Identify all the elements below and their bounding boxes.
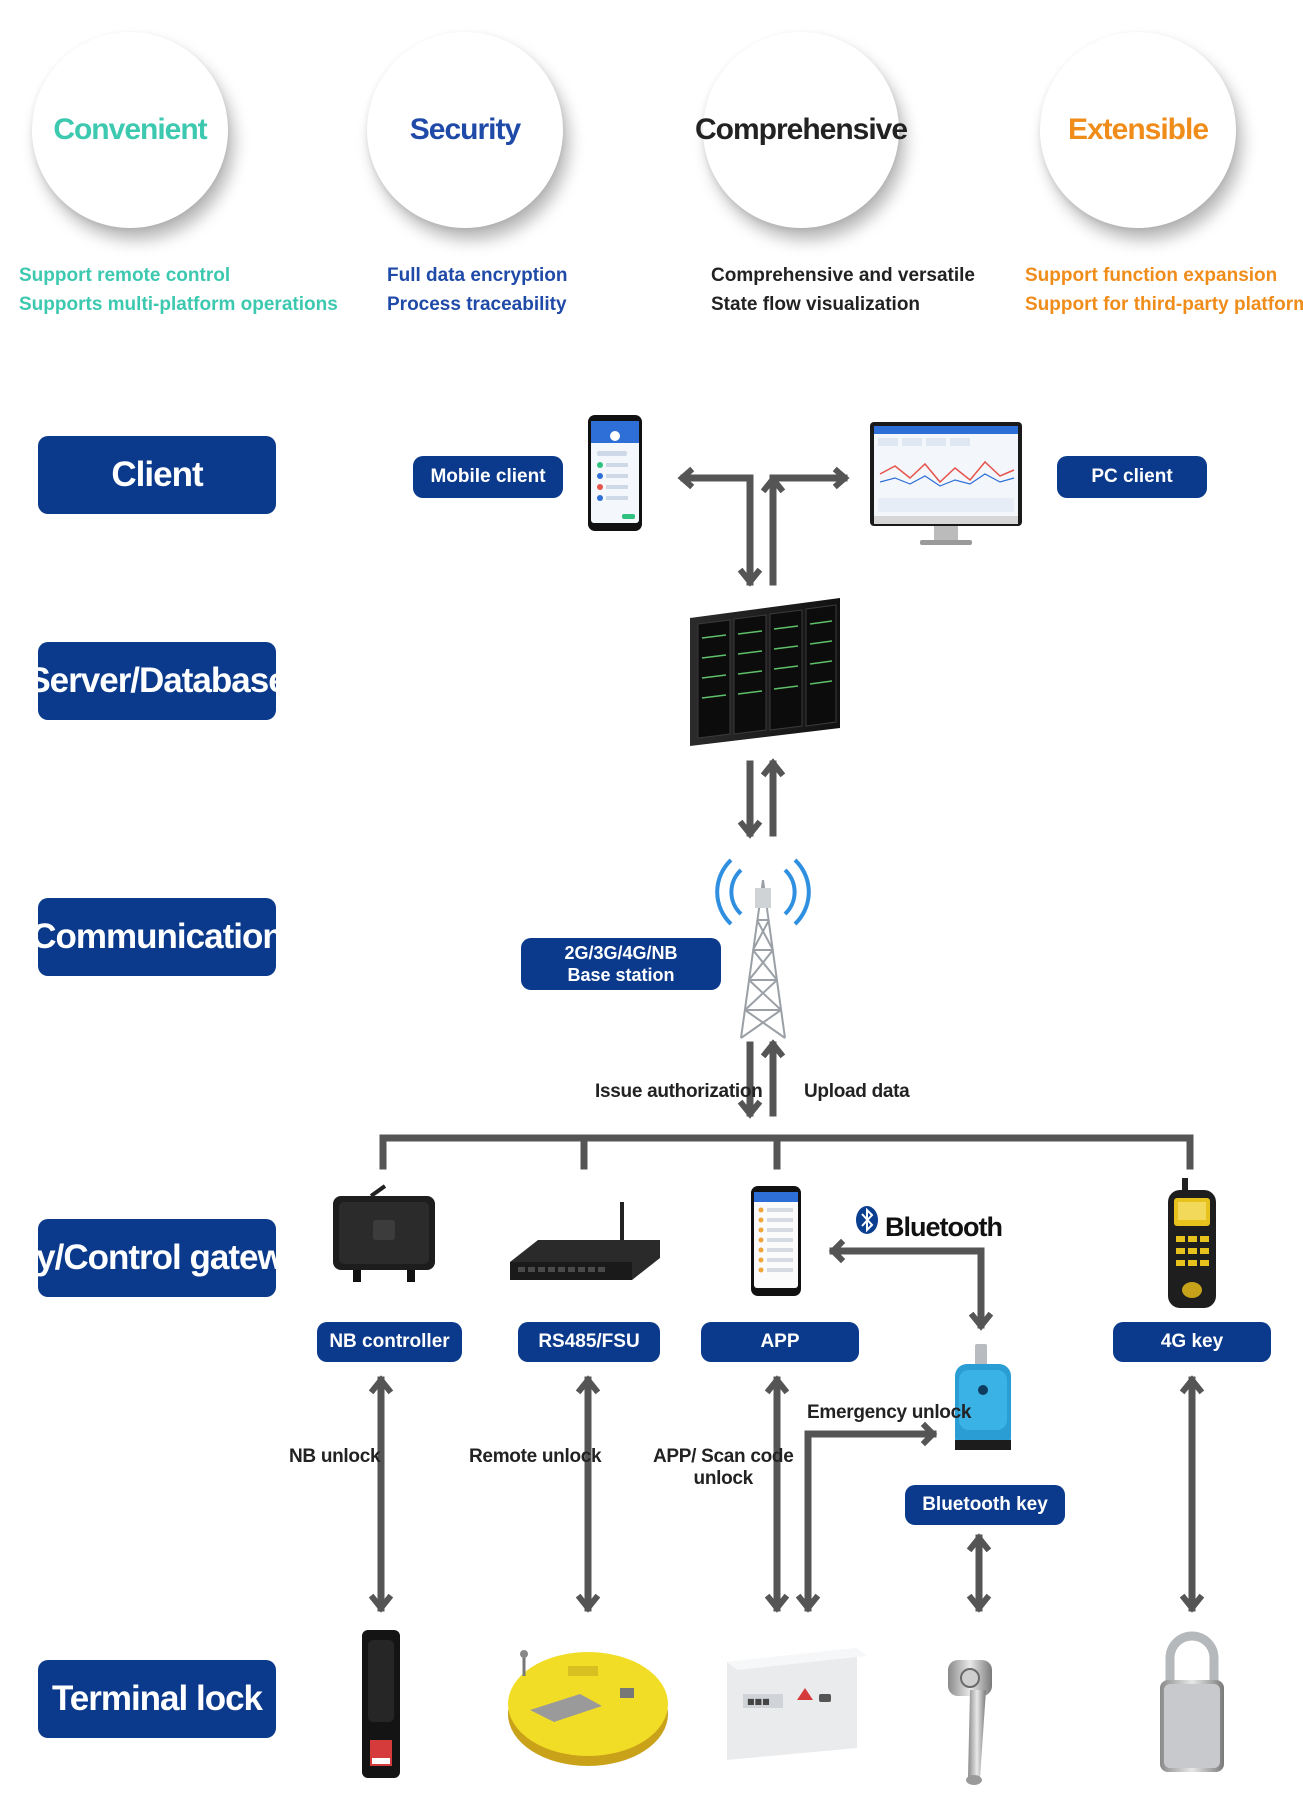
feature-circle-comprehensive: Comprehensive: [695, 32, 908, 228]
feature-title-extensible: Extensible: [1067, 113, 1209, 146]
layer-terminal-lock: Terminal lock: [38, 1660, 276, 1738]
terminal-lock-box-image: ■■■: [727, 1648, 867, 1760]
feature-line: State flow visualization: [711, 294, 921, 315]
base-station-label-line1: 2G/3G/4G/NB: [564, 943, 678, 963]
4g-key-label: 4G key: [1113, 1322, 1271, 1362]
issue-authorization-label: Issue authorization: [595, 1081, 763, 1102]
pc-client-label: PC client: [1057, 456, 1207, 498]
feature-line: Support remote control: [19, 265, 231, 286]
pc-monitor-image: [870, 422, 1022, 545]
arrow-bluetooth-link: [829, 1247, 985, 1329]
layer-communication: Communication: [31, 898, 284, 976]
emergency-unlock-label: Emergency unlock: [807, 1402, 972, 1423]
feature-line: Supports multi-platform operations: [19, 294, 338, 315]
4g-key-image: [1168, 1178, 1216, 1308]
nb-unlock-label: NB unlock: [289, 1446, 381, 1467]
feature-line: Process traceability: [387, 294, 567, 315]
bluetooth-icon: [856, 1206, 878, 1234]
app-label: APP: [701, 1322, 859, 1362]
feature-line: Support function expansion: [1025, 265, 1278, 286]
layer-client: Client: [38, 436, 276, 514]
feature-circle-security: Security: [367, 32, 563, 228]
terminal-lock-padlock-image: [1160, 1631, 1224, 1772]
arrow-emergency-unlock: [804, 1430, 937, 1612]
feature-desc-convenient: Support remote control Supports multi-pl…: [19, 261, 338, 319]
feature-desc-extensible: Support function expansion Support for t…: [1025, 261, 1303, 319]
terminal-lock-manhole-image: [508, 1650, 668, 1766]
feature-title-comprehensive: Comprehensive: [694, 113, 908, 146]
rs485-fsu-image: [510, 1202, 660, 1280]
nb-controller-image: [333, 1184, 435, 1282]
base-station-label: 2G/3G/4G/NB Base station: [521, 938, 721, 990]
base-station-tower-image: [715, 858, 811, 1039]
feature-line: Support for third-party platforms: [1025, 294, 1303, 315]
terminal-lock-handle-image: [362, 1630, 400, 1778]
feature-desc-comprehensive: Comprehensive and versatile State flow v…: [711, 261, 975, 319]
bluetooth-text: Bluetooth: [885, 1212, 1003, 1242]
feature-circle-convenient: Convenient: [32, 32, 228, 228]
mobile-client-label: Mobile client: [413, 456, 563, 498]
svg-text:■■■: ■■■: [747, 1697, 770, 1706]
rs485-fsu-label: RS485/FSU: [518, 1322, 660, 1362]
feature-line: Comprehensive and versatile: [711, 265, 975, 286]
nb-controller-label: NB controller: [317, 1322, 462, 1362]
upload-data-label: Upload data: [804, 1081, 910, 1102]
feature-circle-extensible: Extensible: [1040, 32, 1236, 228]
arrow-mobile-to-server: [680, 474, 754, 586]
terminal-lock-lhandle-image: [948, 1660, 992, 1785]
server-rack-image: [690, 598, 840, 746]
app-scan-unlock-line1: APP/ Scan code: [653, 1446, 794, 1467]
remote-unlock-label: Remote unlock: [469, 1446, 602, 1467]
app-scan-unlock-label: APP/ Scan code unlock: [653, 1446, 794, 1490]
mobile-phone-image: [588, 415, 642, 531]
feature-title-security: Security: [409, 113, 521, 146]
app-phone-image: [751, 1186, 801, 1296]
feature-line: Full data encryption: [387, 265, 568, 286]
feature-desc-security: Full data encryption Process traceabilit…: [387, 261, 568, 319]
app-scan-unlock-line2: unlock: [693, 1468, 754, 1489]
bluetooth-key-image: [955, 1344, 1011, 1450]
base-station-label-line2: Base station: [567, 965, 675, 985]
feature-title-convenient: Convenient: [53, 113, 207, 146]
bluetooth-key-label: Bluetooth key: [905, 1485, 1065, 1525]
arrow-server-to-pc: [769, 474, 848, 586]
layer-key-control-gateway: Key/Control gateway: [0, 1219, 322, 1297]
layer-server-database: Server/Database: [27, 642, 288, 720]
